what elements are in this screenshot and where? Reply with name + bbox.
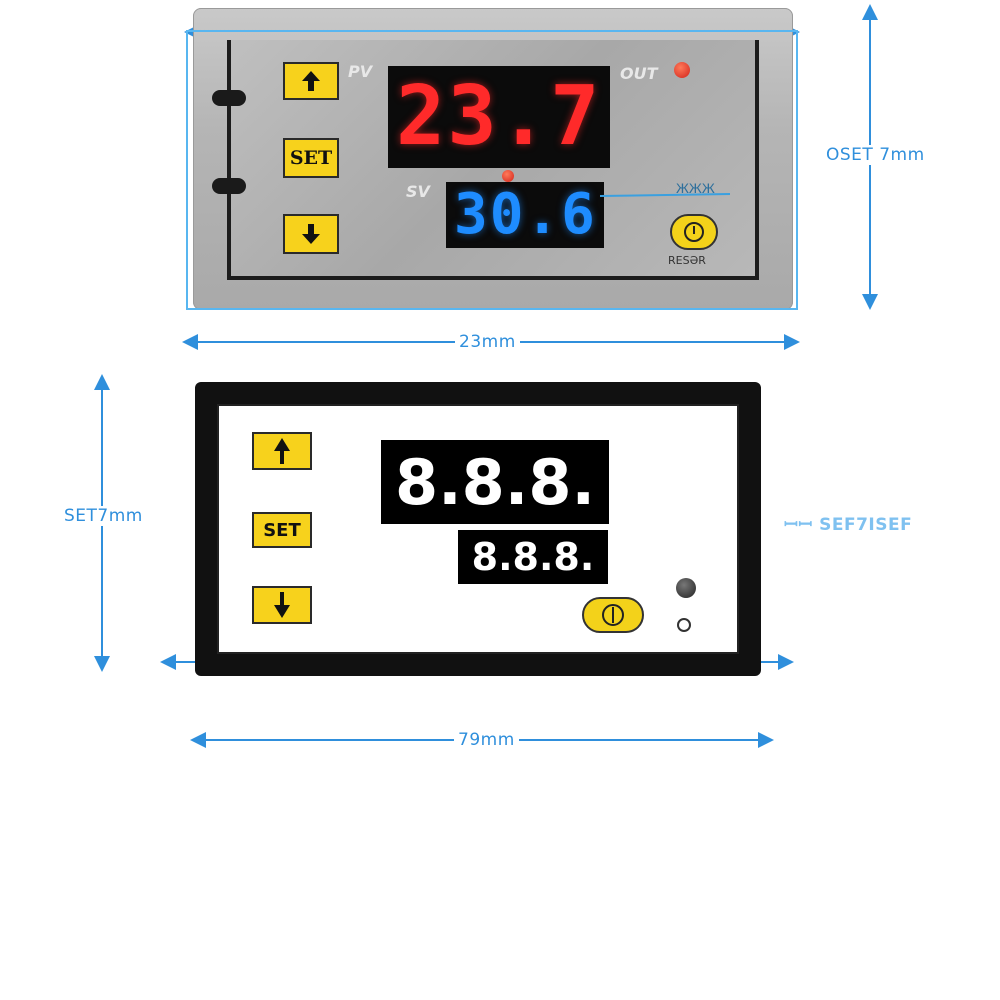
side-scribble: ЖЖЖ (676, 180, 715, 196)
top-reset-button[interactable] (670, 214, 718, 250)
reset-label: RESƏR (668, 254, 706, 267)
top-clip-lower (212, 178, 246, 194)
top-set-label: SET (289, 147, 333, 169)
bottom-display-top: 8.8.8. (381, 440, 609, 524)
sv-display: 30.6 (446, 182, 604, 248)
bottom-led-lower (677, 618, 691, 632)
top-clip-upper (212, 90, 246, 106)
arrow-up-icon (274, 438, 290, 464)
arrow-down-icon (274, 592, 290, 618)
dim-label-bottom-height: SET7mm (60, 506, 147, 526)
bottom-display-bottom-value: 8.8.8. (471, 535, 595, 579)
probe-wire (600, 193, 731, 197)
dim-label-top-height: OSET 7mm (822, 145, 929, 165)
power-icon (602, 604, 624, 626)
bottom-set-label: SET (263, 519, 301, 541)
top-up-button[interactable] (283, 62, 339, 100)
out-indicator-led (674, 62, 690, 78)
bottom-reset-button[interactable] (582, 597, 644, 633)
bottom-set-button[interactable]: SET (252, 512, 312, 548)
out-label: OUT (620, 64, 658, 83)
bottom-led-upper (676, 578, 696, 598)
sv-value: 30.6 (454, 182, 597, 247)
dim-label-bottom-width: 79mm (454, 730, 519, 750)
pv-value: 23.7 (396, 69, 602, 164)
top-down-button[interactable] (283, 214, 339, 254)
pv-display: 23.7 (388, 66, 610, 168)
sv-label: SV (406, 182, 430, 201)
dim-label-side-note: ꟷꟷ SEF7ISEF (780, 512, 917, 535)
bottom-up-button[interactable] (252, 432, 312, 470)
bottom-display-bottom: 8.8.8. (458, 530, 608, 584)
top-set-button[interactable]: SET (283, 138, 339, 178)
dim-label-top-width: 23mm (455, 332, 520, 352)
pv-label: PV (348, 62, 373, 81)
power-icon (684, 222, 704, 242)
bottom-display-top-value: 8.8.8. (394, 445, 596, 519)
bottom-down-button[interactable] (252, 586, 312, 624)
sv-indicator-led (502, 170, 514, 182)
arrow-up-icon (302, 71, 320, 91)
top-device-outline (186, 30, 798, 310)
arrow-down-icon (302, 224, 320, 244)
